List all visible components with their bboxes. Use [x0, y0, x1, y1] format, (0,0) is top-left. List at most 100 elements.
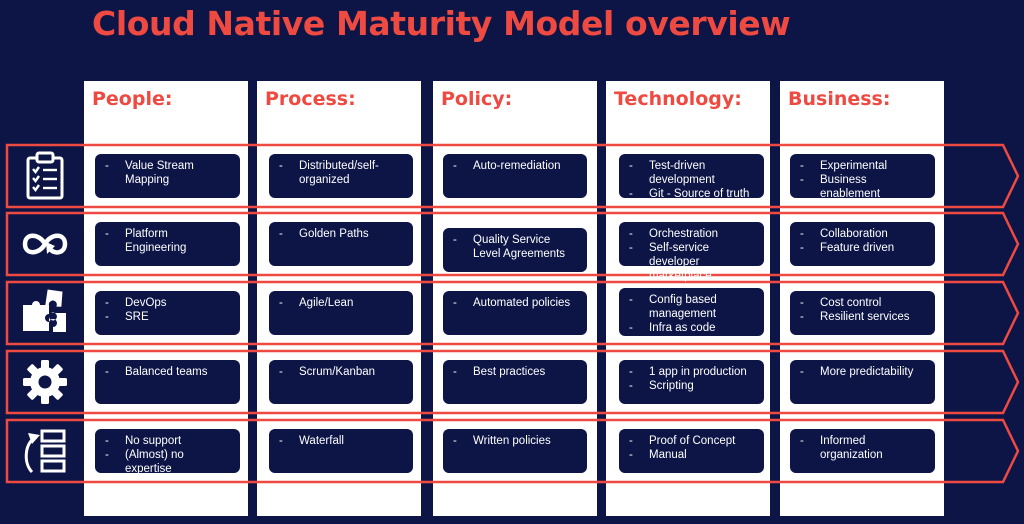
row-band-3 — [5, 280, 1020, 346]
maturity-cell: Config based managementInfra as code — [619, 288, 764, 336]
maturity-cell: CollaborationFeature driven — [790, 222, 935, 266]
row-band-5 — [5, 418, 1020, 484]
cell-item: Experimental — [800, 159, 927, 173]
maturity-cell: OrchestrationSelf-service developer mark… — [619, 222, 764, 282]
cell-list: Quality Service Level Agreements — [453, 233, 579, 261]
maturity-cell: Informed organization — [790, 429, 935, 473]
page-title: Cloud Native Maturity Model overview — [92, 4, 791, 43]
maturity-cell: Platform Engineering — [95, 222, 240, 266]
cell-list: No support(Almost) no expertise — [105, 434, 232, 476]
infinity-loop-icon — [16, 218, 74, 270]
maturity-cell: Agile/Lean — [269, 291, 413, 335]
gear-icon — [16, 356, 74, 408]
cell-list: OrchestrationSelf-service developer mark… — [629, 227, 756, 283]
rotate-list-icon — [16, 425, 74, 477]
cell-item: Informed organization — [800, 434, 927, 462]
maturity-cell: DevOpsSRE — [95, 291, 240, 335]
cell-list: Value Stream Mapping — [105, 159, 232, 187]
cell-item: Scripting — [629, 379, 756, 393]
cell-item: Balanced teams — [105, 365, 232, 379]
cell-item: (Almost) no expertise — [105, 448, 232, 476]
cell-item: Infra as code — [629, 321, 756, 335]
row-band-2 — [5, 211, 1020, 277]
cell-item: Test-driven development — [629, 159, 756, 187]
maturity-cell: Waterfall — [269, 429, 413, 473]
cell-list: Distributed/self-organized — [279, 159, 405, 187]
puzzle-pieces-icon — [16, 287, 74, 339]
maturity-cell: More predictability — [790, 360, 935, 404]
cell-item: Platform Engineering — [105, 227, 232, 255]
column-header: Process: — [265, 88, 356, 110]
cell-item: Manual — [629, 448, 756, 462]
maturity-cell: Golden Paths — [269, 222, 413, 266]
maturity-cell: No support(Almost) no expertise — [95, 429, 240, 476]
cell-item: 1 app in production — [629, 365, 756, 379]
cell-item: More predictability — [800, 365, 927, 379]
cell-item: Resilient services — [800, 310, 927, 324]
cell-list: Auto-remediation — [453, 159, 579, 173]
cell-list: Automated policies — [453, 296, 579, 310]
cell-item: Distributed/self-organized — [279, 159, 405, 187]
column-header: People: — [92, 88, 173, 110]
maturity-cell: 1 app in productionScripting — [619, 360, 764, 404]
maturity-cell: Auto-remediation — [443, 154, 587, 198]
row-band-1 — [5, 143, 1020, 209]
cell-item: Git - Source of truth — [629, 187, 756, 201]
cell-item: Agile/Lean — [279, 296, 405, 310]
cell-list: Platform Engineering — [105, 227, 232, 255]
row-band-4 — [5, 349, 1020, 415]
maturity-cell: Cost controlResilient services — [790, 291, 935, 335]
cell-item: SRE — [105, 310, 232, 324]
maturity-cell: Quality Service Level Agreements — [443, 228, 587, 272]
cell-item: Cost control — [800, 296, 927, 310]
maturity-cell: Proof of ConceptManual — [619, 429, 764, 473]
cell-item: Proof of Concept — [629, 434, 756, 448]
maturity-cell: Scrum/Kanban — [269, 360, 413, 404]
cell-item: No support — [105, 434, 232, 448]
maturity-cell: Distributed/self-organized — [269, 154, 413, 198]
cell-list: Waterfall — [279, 434, 405, 448]
cell-item: Waterfall — [279, 434, 405, 448]
maturity-cell: Value Stream Mapping — [95, 154, 240, 198]
cell-list: Agile/Lean — [279, 296, 405, 310]
cell-list: More predictability — [800, 365, 927, 379]
cell-list: Golden Paths — [279, 227, 405, 241]
cell-list: Best practices — [453, 365, 579, 379]
cell-item: Scrum/Kanban — [279, 365, 405, 379]
cell-item: Golden Paths — [279, 227, 405, 241]
maturity-cell: Automated policies — [443, 291, 587, 335]
cell-item: Collaboration — [800, 227, 927, 241]
cell-item: Value Stream Mapping — [105, 159, 232, 187]
cell-list: CollaborationFeature driven — [800, 227, 927, 255]
cell-item: Business enablement — [800, 173, 927, 201]
column-header: Technology: — [614, 88, 742, 110]
cell-item: DevOps — [105, 296, 232, 310]
cell-item: Automated policies — [453, 296, 579, 310]
cell-item: Written policies — [453, 434, 579, 448]
cell-item: Self-service developer marketplace — [629, 241, 756, 283]
cell-list: DevOpsSRE — [105, 296, 232, 324]
cell-item: Auto-remediation — [453, 159, 579, 173]
cell-list: Cost controlResilient services — [800, 296, 927, 324]
maturity-cell: Balanced teams — [95, 360, 240, 404]
column-header: Policy: — [441, 88, 513, 110]
cell-list: ExperimentalBusiness enablement — [800, 159, 927, 201]
cell-item: Feature driven — [800, 241, 927, 255]
cell-item: Orchestration — [629, 227, 756, 241]
cell-list: Balanced teams — [105, 365, 232, 379]
cell-item: Config based management — [629, 293, 756, 321]
maturity-cell: Written policies — [443, 429, 587, 473]
cell-list: Informed organization — [800, 434, 927, 462]
cell-list: Config based managementInfra as code — [629, 293, 756, 335]
maturity-cell: ExperimentalBusiness enablement — [790, 154, 935, 201]
cell-list: Proof of ConceptManual — [629, 434, 756, 462]
column-header: Business: — [788, 88, 891, 110]
maturity-cell: Best practices — [443, 360, 587, 404]
cell-item: Quality Service Level Agreements — [453, 233, 579, 261]
maturity-cell: Test-driven developmentGit - Source of t… — [619, 154, 764, 201]
cell-item: Best practices — [453, 365, 579, 379]
cell-list: Written policies — [453, 434, 579, 448]
cell-list: 1 app in productionScripting — [629, 365, 756, 393]
clipboard-checklist-icon — [16, 150, 74, 202]
